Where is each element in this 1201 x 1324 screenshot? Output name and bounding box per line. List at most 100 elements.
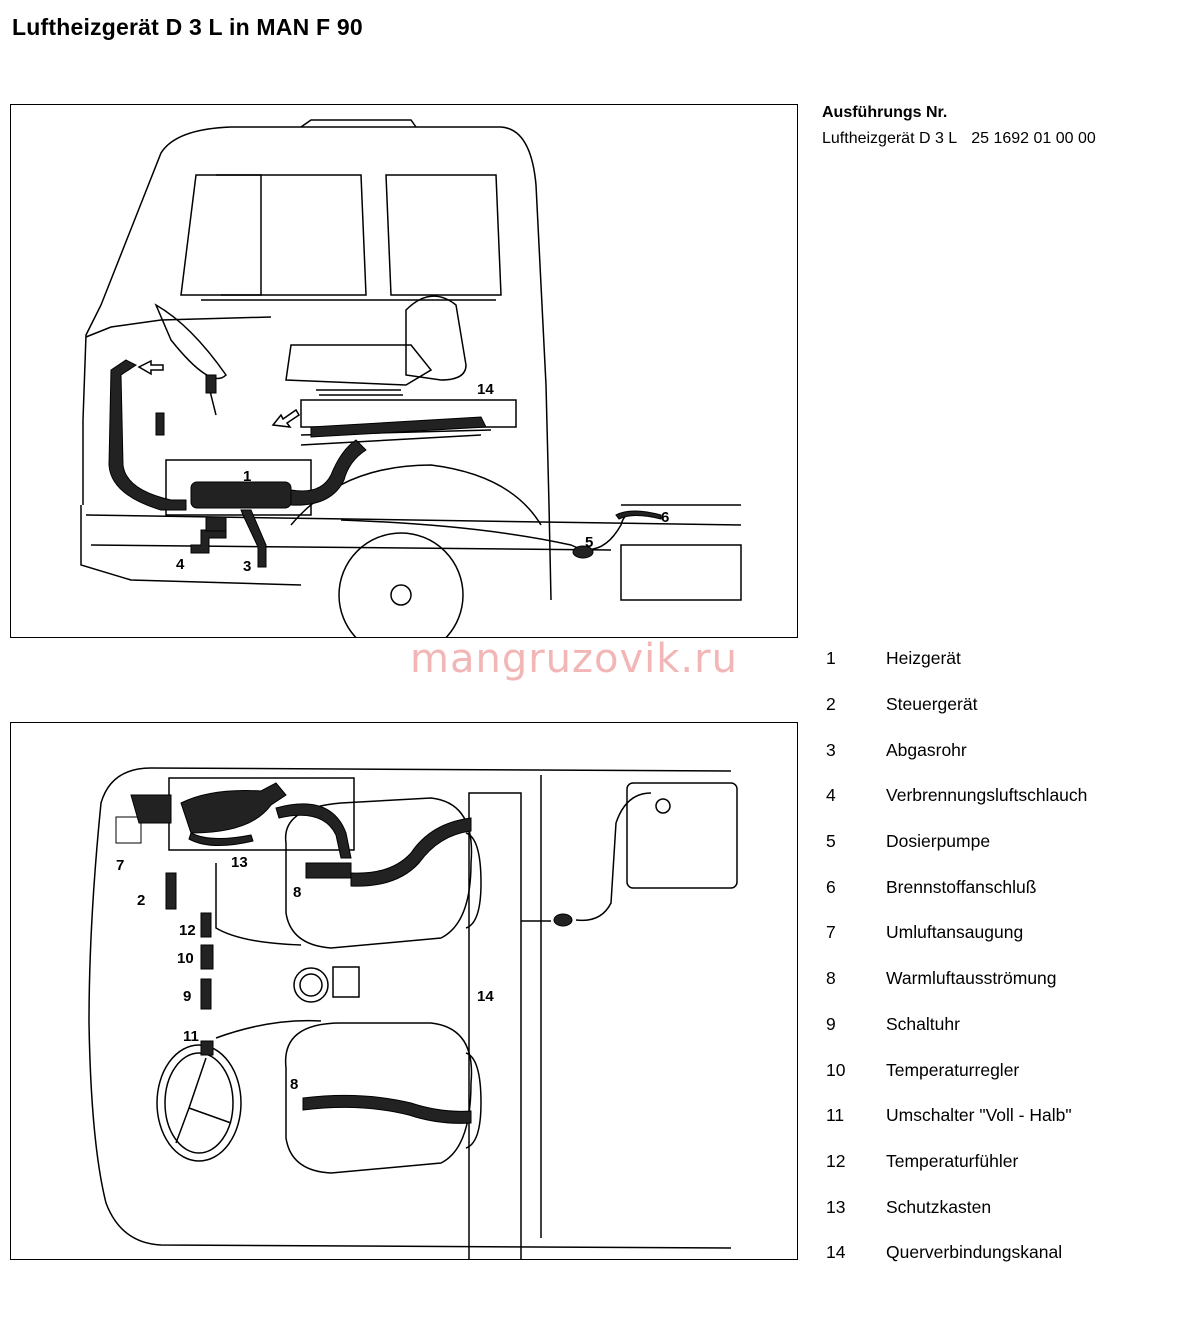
legend-number: 12: [826, 1150, 846, 1171]
variant-name: Luftheizgerät D 3 L: [822, 130, 958, 147]
side-window: [385, 174, 502, 296]
air-arrow-left: [137, 359, 164, 376]
callout-10: 10: [177, 950, 194, 967]
lower-outlet-hose: [302, 1094, 472, 1124]
callout-13: 13: [231, 854, 248, 871]
seat-bottom: [284, 1022, 473, 1174]
sensor: [205, 374, 217, 394]
channel-duct: [310, 416, 487, 438]
warm-air-hose-top: [275, 803, 352, 859]
cab-floor-outline: [88, 767, 732, 1249]
front-wheel: [338, 532, 464, 637]
legend-number: 6: [826, 876, 836, 897]
legend-label: Umschalter "Voll - Halb": [886, 1105, 1072, 1126]
legend-label: Dosierpumpe: [886, 831, 991, 852]
small-part: [155, 412, 165, 436]
callout-9: 9: [183, 988, 191, 1005]
callout-7: 7: [116, 857, 124, 874]
controller-box: [205, 516, 227, 532]
variant-line: Luftheizgerät D 3 L 25 1692 01 00 00: [822, 130, 1096, 148]
exhaust-pipe: [240, 509, 267, 568]
legend-number: 13: [826, 1196, 846, 1217]
outlet-8-top: [305, 862, 352, 879]
callout-4: 4: [176, 556, 185, 573]
timer-9: [200, 978, 212, 1010]
top-view-diagram: 2 7 8 8 9 10 11 12 13 14: [10, 722, 798, 1260]
callout-1: 1: [243, 468, 251, 485]
legend-number: 14: [826, 1242, 846, 1263]
windshield: [180, 174, 262, 296]
chassis-frame: [85, 514, 742, 551]
variant-number: 25 1692 01 00 00: [971, 130, 1096, 147]
hose-to-channel: [350, 817, 472, 887]
channel-14-top: [468, 792, 522, 1259]
legend-label: Querverbindungskanal: [886, 1242, 1063, 1263]
legend-label: Schutzkasten: [886, 1196, 992, 1217]
dashboard-line: [85, 316, 272, 338]
dosing-pump-top: [553, 913, 573, 927]
legend-item: 4 Verbrennungsluftschlauch: [822, 773, 1192, 819]
knob: [293, 967, 329, 1003]
legend-label: Umluftansaugung: [886, 922, 1024, 943]
switch-11: [200, 1040, 214, 1056]
legend-number: 5: [826, 831, 836, 852]
callout-14-top: 14: [477, 988, 494, 1005]
seat-cushion: [285, 344, 433, 386]
front-bumper: [80, 505, 302, 586]
callout-14: 14: [477, 381, 494, 398]
channel-14: [300, 399, 517, 428]
legend-number: 1: [826, 648, 836, 669]
switch-panel: [332, 966, 360, 998]
legend-number: 2: [826, 694, 836, 715]
callout-8-lower: 8: [290, 1076, 298, 1093]
legend-label: Verbrennungsluftschlauch: [886, 785, 1088, 806]
variant-heading: Ausführungs Nr.: [822, 104, 948, 121]
legend-label: Brennstoffanschluß: [886, 876, 1037, 897]
door-window-frame: [216, 174, 367, 296]
top-view-drawing: 2 7 8 8 9 10 11 12 13 14: [88, 767, 738, 1259]
legend-number: 8: [826, 968, 836, 989]
roof-vent: [300, 119, 417, 128]
legend-item: 1 Heizgerät: [822, 636, 1192, 682]
recirc-hose: [108, 359, 187, 511]
legend-item: 14 Querverbindungskanal: [822, 1230, 1192, 1276]
page-title: Luftheizgerät D 3 L in MAN F 90: [12, 14, 363, 40]
steering-wheel-top: [156, 1044, 242, 1162]
fuel-line-top: [575, 792, 652, 922]
watermark: mangruzovik.ru: [410, 636, 738, 682]
seat-back: [405, 295, 467, 381]
callout-6: 6: [661, 509, 669, 526]
cab-outline: [82, 126, 552, 601]
side-view-diagram: 1 3 4 5 6 14: [10, 104, 798, 638]
legend-item: 8 Warmluftausströmung: [822, 956, 1192, 1002]
heater-unit-top: [180, 782, 287, 834]
callout-8-upper: 8: [293, 884, 301, 901]
legend-number: 10: [826, 1059, 846, 1080]
legend-label: Heizgerät: [886, 648, 961, 669]
recirc-duct: [130, 794, 172, 824]
fuel-connector: [615, 510, 662, 520]
fuel-tank-top: [626, 782, 738, 889]
fuel-line: [340, 510, 652, 551]
steering-wheel: [154, 303, 227, 380]
heater-unit: [190, 481, 292, 509]
legend-label: Temperaturregler: [886, 1059, 1020, 1080]
legend-number: 3: [826, 739, 836, 760]
side-view-drawing: 1 3 4 5 6 14: [80, 119, 742, 637]
callout-11: 11: [183, 1028, 199, 1045]
dosing-pump: [572, 545, 594, 559]
legend-label: Warmluftausströmung: [886, 968, 1057, 989]
heater-housing: [165, 459, 312, 516]
callout-3: 3: [243, 558, 251, 575]
legend-item: 5 Dosierpumpe: [822, 819, 1192, 865]
legend-number: 4: [826, 785, 836, 806]
legend-item: 10 Temperaturregler: [822, 1047, 1192, 1093]
legend-label: Schaltuhr: [886, 1013, 960, 1034]
combustion-hose: [190, 529, 227, 554]
